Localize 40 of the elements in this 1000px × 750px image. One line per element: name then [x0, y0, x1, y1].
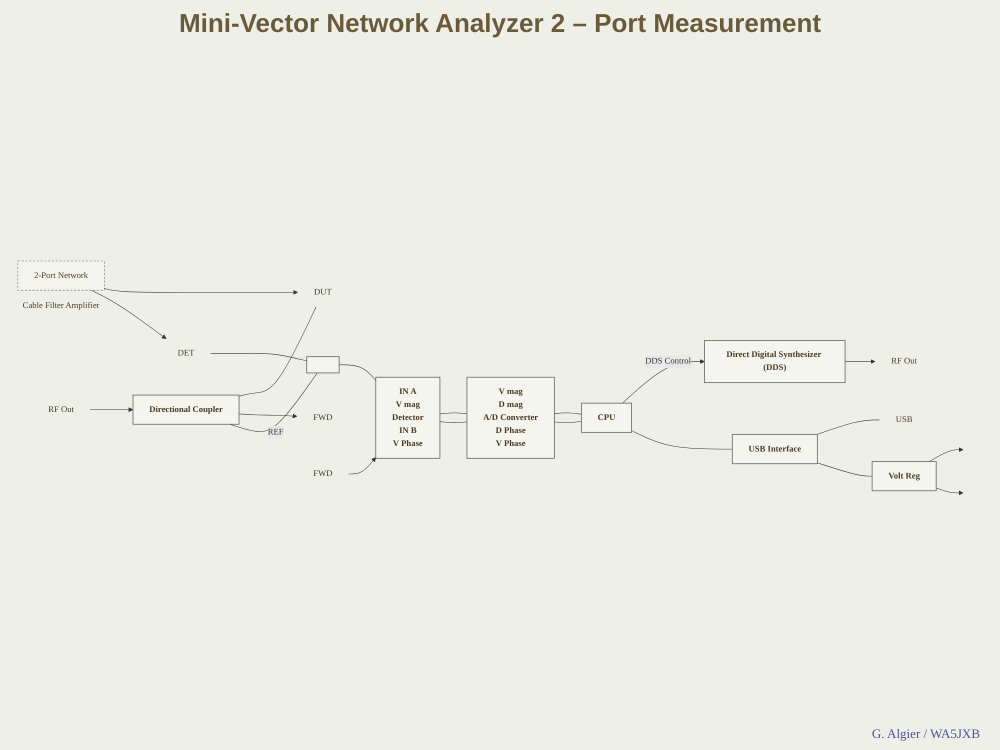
connector — [631, 430, 733, 450]
node-box: IN A V mag Detector IN B V Phase — [375, 376, 440, 459]
node-box: Directional Coupler — [132, 394, 240, 424]
connector — [440, 412, 468, 414]
connector — [817, 462, 872, 476]
node-label: Cable Filter Amplifier — [22, 300, 100, 310]
edge-label: REF — [268, 427, 284, 437]
node-box: 2-Port Network — [18, 260, 105, 290]
node-text: DUT — [314, 287, 332, 297]
connector — [554, 420, 582, 423]
author-note: G. Algier / WA5JXB — [872, 726, 980, 741]
node-box: V mag D mag A/D Converter D Phase V Phase — [466, 376, 555, 459]
node-box: Volt Reg — [872, 460, 937, 491]
connector — [210, 353, 307, 361]
node-text: FWD — [313, 412, 333, 422]
node-text: RF Out — [891, 356, 918, 366]
node-text: DET — [178, 348, 194, 358]
node-box: Direct Digital Synthesizer (DDS) — [704, 340, 846, 383]
arrow — [90, 407, 134, 412]
connector — [338, 364, 376, 381]
arrow — [928, 447, 964, 462]
arrow — [936, 488, 964, 496]
edge-label: DDS Control — [645, 356, 692, 366]
arrow — [348, 456, 376, 474]
node-box: CPU — [581, 402, 632, 433]
connector — [816, 420, 880, 435]
arrow — [90, 290, 166, 339]
node-box: USB Interface — [732, 434, 818, 464]
arrow — [844, 359, 876, 364]
node-text: USB — [896, 414, 913, 424]
connector — [238, 306, 316, 396]
connector — [230, 372, 318, 432]
diagram-title: Mini-Vector Network Analyzer 2 – Port Measurement — [178, 8, 822, 39]
node-box — [306, 356, 340, 374]
arrow — [104, 288, 298, 295]
node-text: RF Out — [48, 404, 74, 414]
connector — [440, 421, 468, 423]
arrow — [238, 413, 298, 418]
connector — [554, 412, 582, 414]
node-text: FWD — [313, 468, 333, 478]
